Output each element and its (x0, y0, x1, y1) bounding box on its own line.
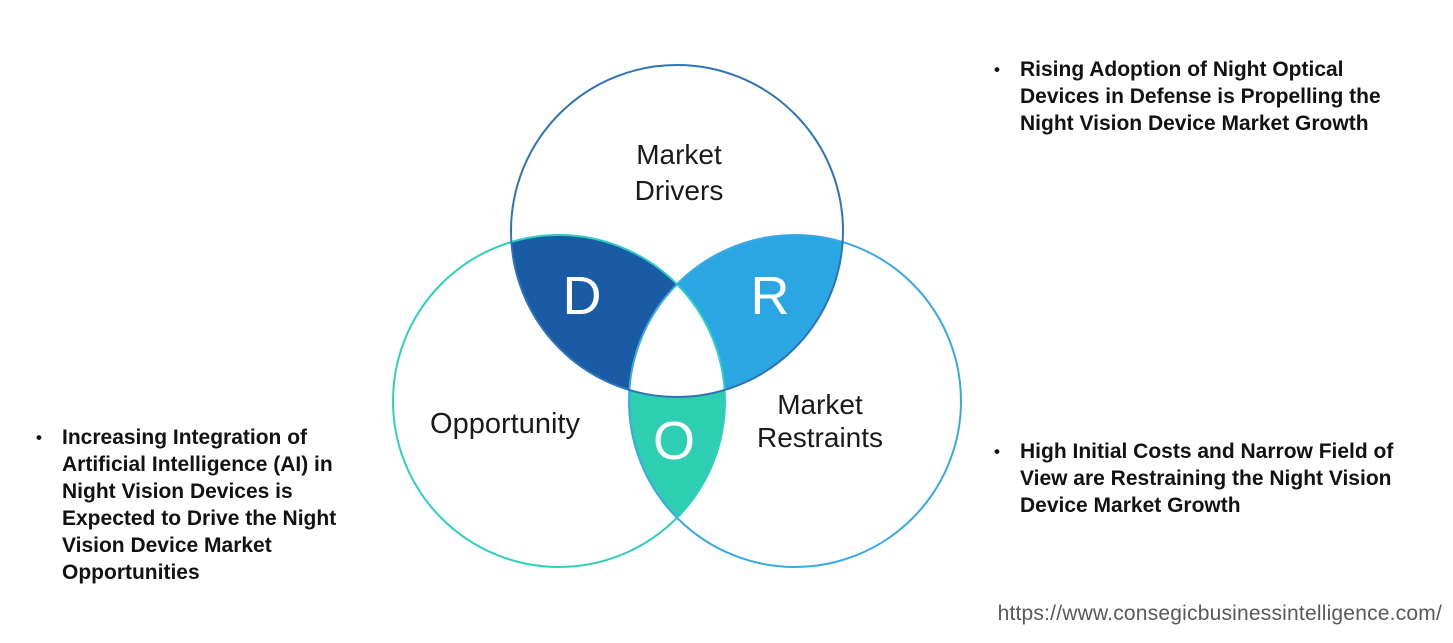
source-url: https://www.consegicbusinessintelligence… (997, 602, 1442, 625)
note-line: Increasing Integration of (62, 426, 308, 449)
drivers-label-line: Market (636, 139, 722, 170)
note-line: Artificial Intelligence (AI) in (62, 453, 333, 476)
note-text: Rising Adoption of Night Optical Devices… (1020, 56, 1434, 137)
note-text: Increasing Integration of Artificial Int… (62, 424, 376, 586)
opportunity-circle-outline (392, 234, 726, 568)
restraints-circle-label: Market Restraints (710, 388, 930, 454)
note-drivers: • Rising Adoption of Night Optical Devic… (994, 56, 1434, 137)
restraints-petal-letter: R (751, 266, 790, 326)
note-line: View are Restraining the Night Vision (1020, 467, 1392, 490)
note-restraints: • High Initial Costs and Narrow Field of… (994, 438, 1434, 519)
opportunity-petal-letter: O (653, 411, 695, 471)
note-opportunity: • Increasing Integration of Artificial I… (36, 424, 376, 586)
restraints-label-line: Market (777, 389, 863, 420)
restraints-label-line: Restraints (756, 422, 884, 453)
note-line: High Initial Costs and Narrow Field of (1020, 440, 1394, 463)
note-line: Rising Adoption of Night Optical (1020, 58, 1344, 81)
drivers-petal-letter: D (563, 266, 602, 326)
bullet-icon: • (994, 442, 1000, 461)
drivers-label-line: Drivers (634, 175, 724, 206)
bullet-icon: • (36, 428, 42, 447)
note-text: High Initial Costs and Narrow Field of V… (1020, 438, 1434, 519)
bullet-icon: • (994, 60, 1000, 79)
drivers-circle-outline (510, 64, 844, 398)
restraints-circle-outline (628, 234, 962, 568)
note-line: Device Market Growth (1020, 494, 1241, 517)
note-line: Night Vision Devices is (62, 480, 293, 503)
drivers-circle-label: Market Drivers (569, 137, 789, 209)
note-line: Vision Device Market (62, 534, 272, 557)
opportunity-circle-label: Opportunity (430, 408, 580, 440)
note-line: Opportunities (62, 561, 200, 584)
note-line: Devices in Defense is Propelling the (1020, 85, 1381, 108)
note-line: Night Vision Device Market Growth (1020, 112, 1369, 135)
note-line: Expected to Drive the Night (62, 507, 337, 530)
